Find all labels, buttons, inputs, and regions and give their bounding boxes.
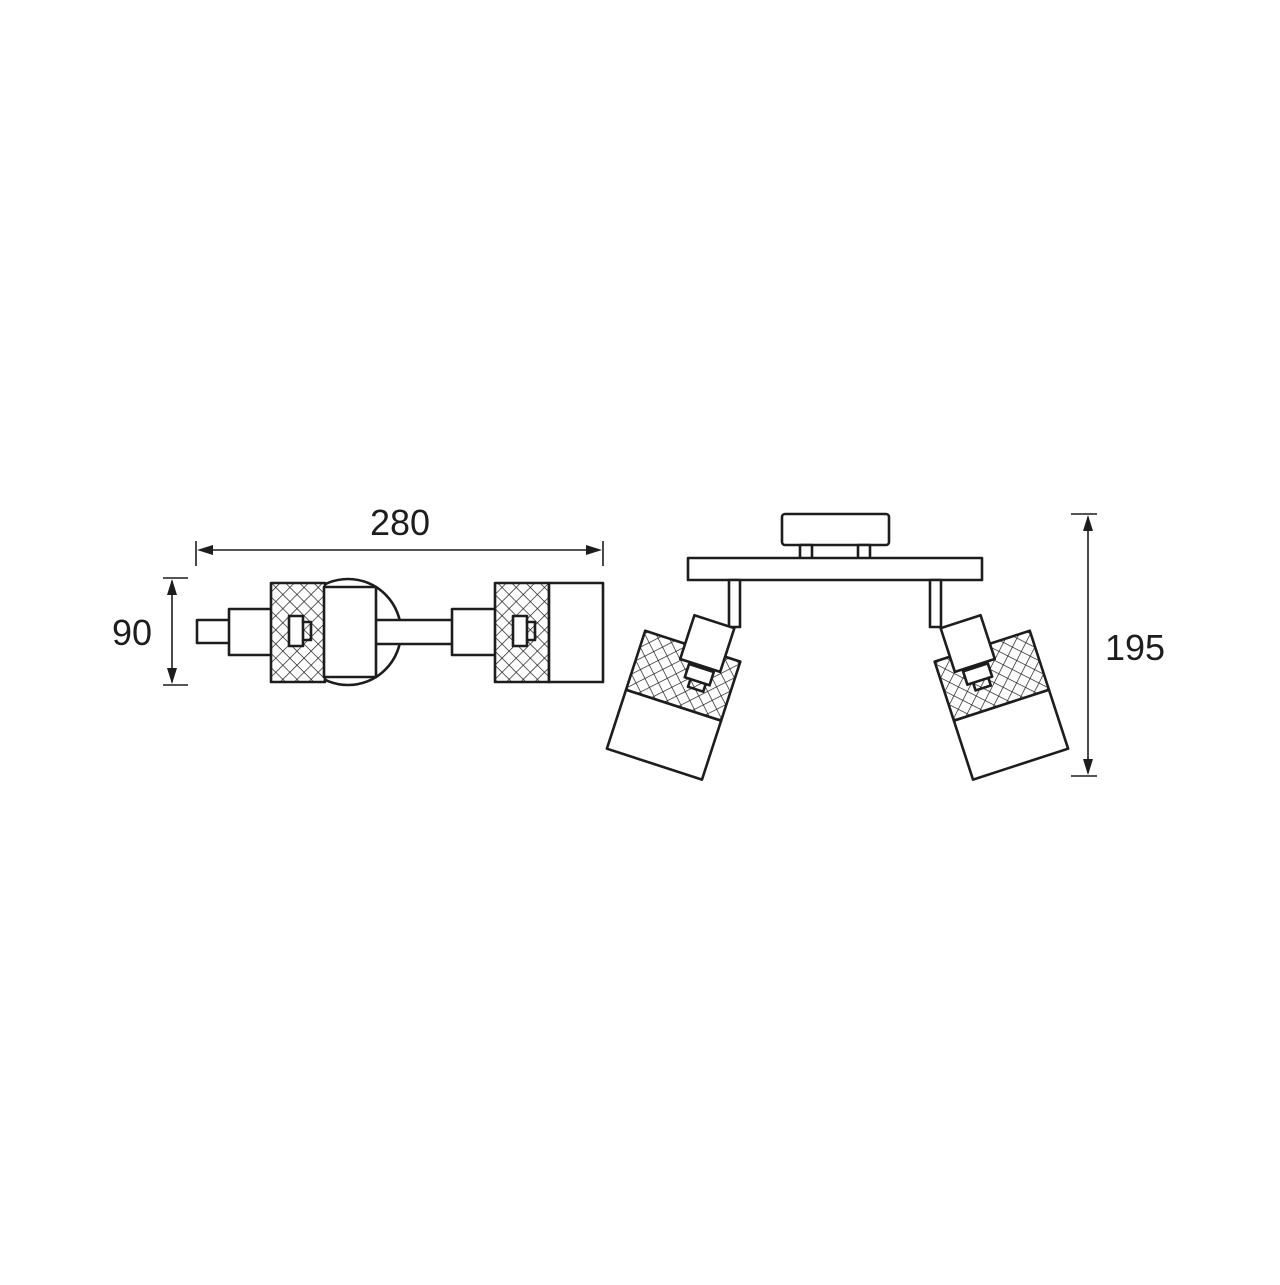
spot-right-holder bbox=[939, 613, 997, 674]
height-label: 195 bbox=[1105, 627, 1165, 668]
top-right-mesh-shade bbox=[493, 581, 551, 684]
spotlight-right bbox=[933, 613, 1070, 781]
spot-left-holder bbox=[678, 613, 736, 674]
top-center-block bbox=[322, 585, 378, 679]
top-left-stem bbox=[195, 618, 233, 645]
mount-bar bbox=[686, 556, 984, 582]
stem-right bbox=[928, 578, 943, 629]
top-right-glass bbox=[547, 581, 605, 684]
top-right-clip bbox=[511, 614, 529, 648]
front-view: 195 bbox=[605, 512, 1165, 781]
arrowhead-right bbox=[586, 545, 602, 555]
arrowhead-top bbox=[167, 579, 177, 595]
arrowhead-bottom bbox=[167, 668, 177, 684]
top-view: 280 90 bbox=[112, 502, 605, 687]
height-dimension: 195 bbox=[1071, 513, 1165, 777]
top-right-holder bbox=[450, 607, 499, 657]
spot-left-clip bbox=[683, 662, 716, 687]
top-left-clip bbox=[287, 614, 305, 648]
spotlight-left bbox=[605, 613, 742, 781]
depth-label: 90 bbox=[112, 612, 152, 653]
width-dimension: 280 bbox=[195, 502, 604, 566]
arrowhead-left bbox=[197, 545, 213, 555]
depth-dimension: 90 bbox=[112, 577, 188, 686]
arrowhead-up bbox=[1083, 515, 1093, 531]
top-left-holder bbox=[227, 607, 276, 657]
width-label: 280 bbox=[370, 502, 430, 543]
arrowhead-down bbox=[1083, 759, 1093, 775]
spot-right-clip bbox=[961, 662, 994, 686]
stem-left bbox=[727, 578, 742, 629]
ceiling-cap bbox=[780, 512, 891, 547]
